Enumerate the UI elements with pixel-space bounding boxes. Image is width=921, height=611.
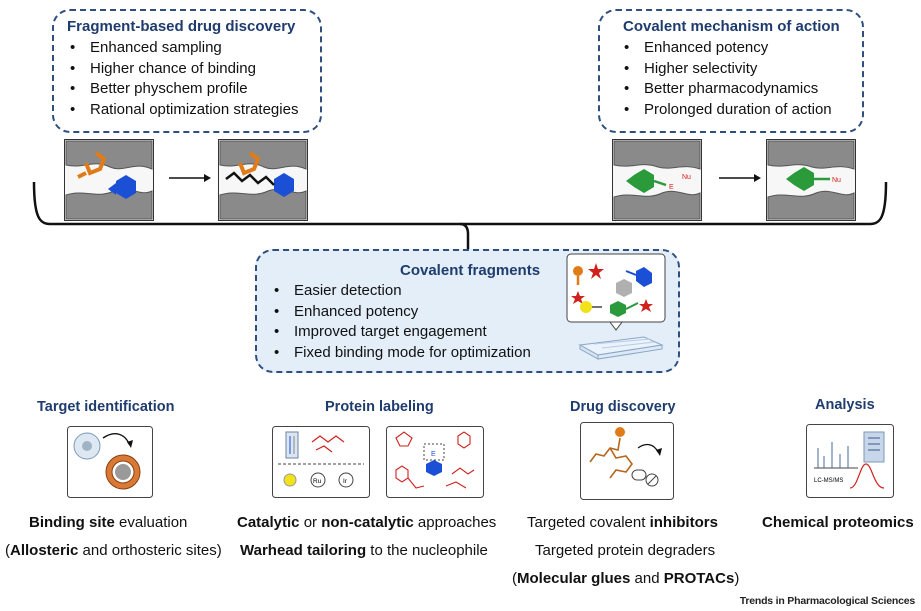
text-span: or — [299, 514, 322, 531]
text-span: ( — [512, 570, 517, 587]
molecular-glues-bold: Molecular glues — [517, 570, 631, 587]
covalent-moa-title: Covalent mechanism of action — [623, 18, 840, 35]
brace-connector — [32, 181, 888, 256]
fbdd-item: Higher chance of binding — [68, 59, 298, 80]
covalent-moa-item: Higher selectivity — [622, 59, 832, 80]
non-catalytic-labeling-image: E — [386, 426, 484, 498]
lcms-label: LC-MS/MS — [814, 478, 843, 484]
protein-fragment-image-1 — [64, 139, 154, 221]
nucleophile-label: Nu — [682, 174, 691, 181]
text-span: and orthosteric sites) — [78, 542, 222, 559]
covalent-moa-item: Prolonged duration of action — [622, 100, 832, 121]
fragment-library-image — [566, 253, 666, 360]
protein-labeling-line2: Warhead tailoring to the nucleophile — [240, 542, 488, 559]
electrophile-label: E — [669, 184, 674, 191]
fbdd-item: Enhanced sampling — [68, 38, 298, 59]
covalent-moa-list: Enhanced potency Higher selectivity Bett… — [622, 38, 832, 120]
covalent-fragments-item: Easier detection — [272, 281, 531, 302]
text-span: to the nucleophile — [366, 542, 488, 559]
nucleophile-label: Nu — [832, 177, 841, 184]
iridium-label: Ir — [343, 478, 348, 485]
arrow-icon — [169, 174, 211, 182]
target-identification-image — [67, 426, 153, 498]
drug-discovery-image — [580, 422, 674, 500]
fbdd-title: Fragment-based drug discovery — [67, 18, 296, 35]
warhead-tailoring-bold: Warhead tailoring — [240, 542, 367, 559]
drug-discovery-line3: (Molecular glues and PROTACs) — [512, 570, 739, 587]
text-span: Targeted covalent — [527, 514, 650, 531]
ruthenium-label: Ru — [313, 478, 322, 485]
analysis-line1: Chemical proteomics — [762, 514, 914, 531]
text-span: ( — [5, 542, 10, 559]
chemical-proteomics-bold: Chemical proteomics — [762, 514, 914, 531]
covalent-fragments-item: Improved target engagement — [272, 322, 531, 343]
non-catalytic-bold: non-catalytic — [321, 514, 414, 531]
target-identification-line2: (Allosteric and orthosteric sites) — [5, 542, 222, 559]
arrow-icon — [719, 174, 761, 182]
protein-fragment-linked-image — [218, 139, 308, 221]
analysis-header: Analysis — [815, 397, 875, 413]
catalytic-bold: Catalytic — [237, 514, 300, 531]
covalent-moa-item: Better pharmacodynamics — [622, 79, 832, 100]
analysis-image: LC-MS/MS — [806, 424, 894, 498]
allosteric-bold: Allosteric — [10, 542, 79, 559]
catalytic-labeling-image: Ru Ir — [272, 426, 370, 498]
journal-footer: Trends in Pharmacological Sciences — [739, 595, 915, 607]
protacs-bold: PROTACs — [663, 570, 735, 587]
inhibitors-bold: inhibitors — [649, 514, 718, 531]
binding-site-bold: Binding site — [29, 514, 115, 531]
fbdd-item: Rational optimization strategies — [68, 100, 298, 121]
covalent-moa-item: Enhanced potency — [622, 38, 832, 59]
text-span: Targeted protein degraders — [535, 542, 716, 559]
protein-covalent-bound-image: Nu — [766, 139, 856, 221]
covalent-fragments-list: Easier detection Enhanced potency Improv… — [272, 281, 531, 363]
drug-discovery-header: Drug discovery — [570, 399, 676, 415]
target-identification-line1: Binding site evaluation — [29, 514, 187, 531]
drug-discovery-line2: Targeted protein degraders — [535, 542, 715, 559]
covalent-fragments-item: Fixed binding mode for optimization — [272, 343, 531, 364]
drug-discovery-line1: Targeted covalent inhibitors — [527, 514, 718, 531]
target-identification-header: Target identification — [37, 399, 175, 415]
covalent-fragments-item: Enhanced potency — [272, 302, 531, 323]
text-span: ) — [734, 570, 740, 587]
covalent-fragments-title: Covalent fragments — [400, 262, 541, 279]
text-span: evaluation — [114, 514, 188, 531]
protein-labeling-header: Protein labeling — [325, 399, 434, 415]
fbdd-list: Enhanced sampling Higher chance of bindi… — [68, 38, 298, 120]
protein-covalent-image-1: E Nu — [612, 139, 702, 221]
fbdd-item: Better physchem profile — [68, 79, 298, 100]
text-span: and — [630, 570, 664, 587]
protein-labeling-line1: Catalytic or non-catalytic approaches — [237, 514, 496, 531]
text-span: approaches — [413, 514, 497, 531]
electrophile-label: E — [431, 451, 436, 458]
